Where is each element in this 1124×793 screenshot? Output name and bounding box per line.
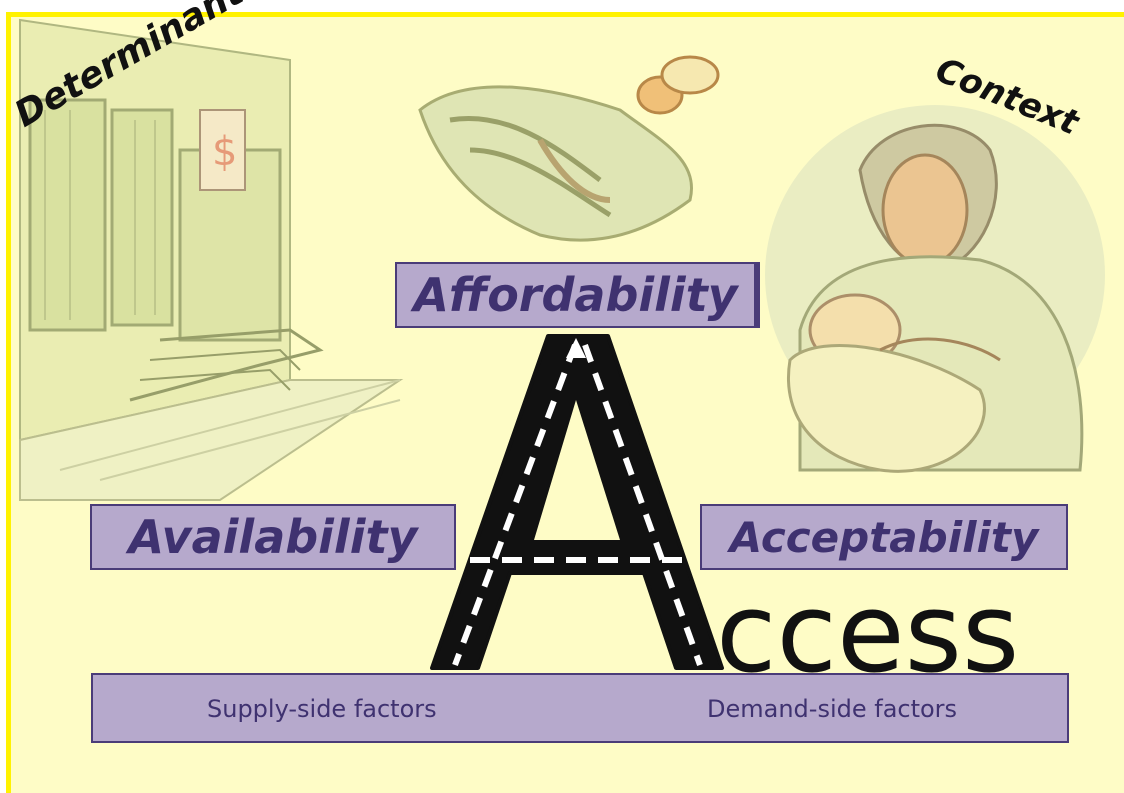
mother-and-baby-icon (765, 105, 1105, 473)
pharmacy-building-icon: $ (19, 18, 404, 501)
demand-side-label: Demand-side factors (707, 695, 958, 723)
svg-text:$: $ (212, 129, 237, 175)
money-bundle-icon (418, 55, 720, 242)
affordability-label: Affordability (413, 268, 738, 322)
affordability-box: Affordability (395, 262, 760, 328)
access-word-suffix: ccess (716, 569, 1020, 697)
road-letter-a-icon (430, 334, 724, 670)
availability-box: Availability (90, 504, 456, 570)
availability-label: Availability (128, 510, 418, 564)
factors-bar: Supply-side factors Demand-side factors (91, 673, 1069, 743)
supply-side-label: Supply-side factors (207, 695, 437, 723)
acceptability-box: Acceptability (700, 504, 1068, 570)
acceptability-label: Acceptability (729, 512, 1039, 562)
